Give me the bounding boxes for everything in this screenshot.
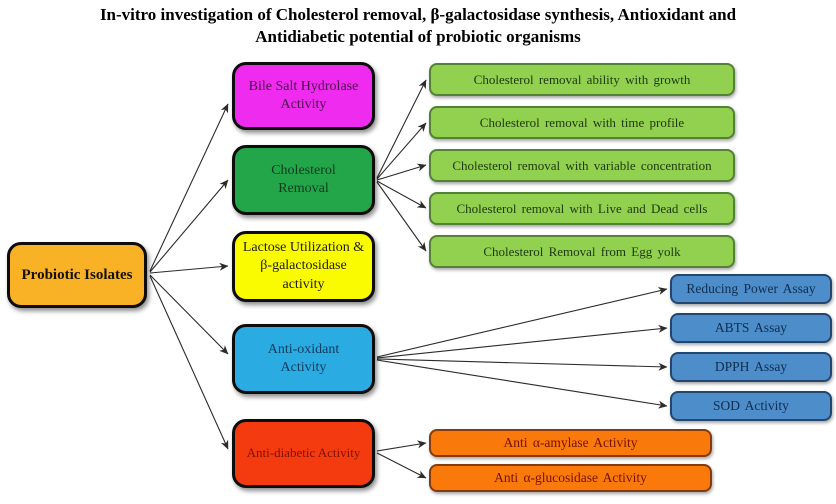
- leaf-cholesterol-removal-time-profile: Cholesterol removal with time profile: [429, 106, 735, 139]
- leaf-cholesterol-removal-concentration: Cholesterol removal with variable concen…: [429, 149, 735, 182]
- diagram-title: In-vitro investigation of Cholesterol re…: [0, 4, 836, 48]
- node-antidiabetic-activity: Anti-diabetic Activity: [232, 419, 375, 488]
- leaf-sod-activity: SOD Activity: [670, 391, 832, 421]
- node-probiotic-isolates: Probiotic Isolates: [7, 242, 147, 308]
- leaf-cholesterol-removal-egg-yolk: Cholesterol Removal from Egg yolk: [429, 235, 735, 268]
- leaf-anti-amylase-activity: Anti α-amylase Activity: [429, 429, 712, 457]
- leaf-cholesterol-removal-growth: Cholesterol removal ability with growth: [429, 63, 735, 96]
- diagram-title-line1: In-vitro investigation of Cholesterol re…: [99, 5, 737, 24]
- node-antioxidant-activity: Anti-oxidant Activity: [232, 324, 375, 394]
- node-bile-salt-hydrolase-activity: Bile Salt Hydrolase Activity: [232, 62, 375, 130]
- leaf-abts-assay: ABTS Assay: [670, 313, 832, 343]
- leaf-cholesterol-removal-live-dead: Cholesterol removal with Live and Dead c…: [429, 192, 735, 225]
- leaf-dpph-assay: DPPH Assay: [670, 352, 832, 382]
- leaf-reducing-power-assay: Reducing Power Assay: [670, 274, 832, 304]
- node-cholesterol-removal: Cholesterol Removal: [232, 145, 375, 215]
- leaf-anti-glucosidase-activity: Anti α-glucosidase Activity: [429, 464, 712, 492]
- node-lactose-utilization-galactosidase: Lactose Utilization & β-galactosidase ac…: [232, 231, 375, 302]
- diagram-title-line2: Antidiabetic potential of probiotic orga…: [255, 26, 581, 46]
